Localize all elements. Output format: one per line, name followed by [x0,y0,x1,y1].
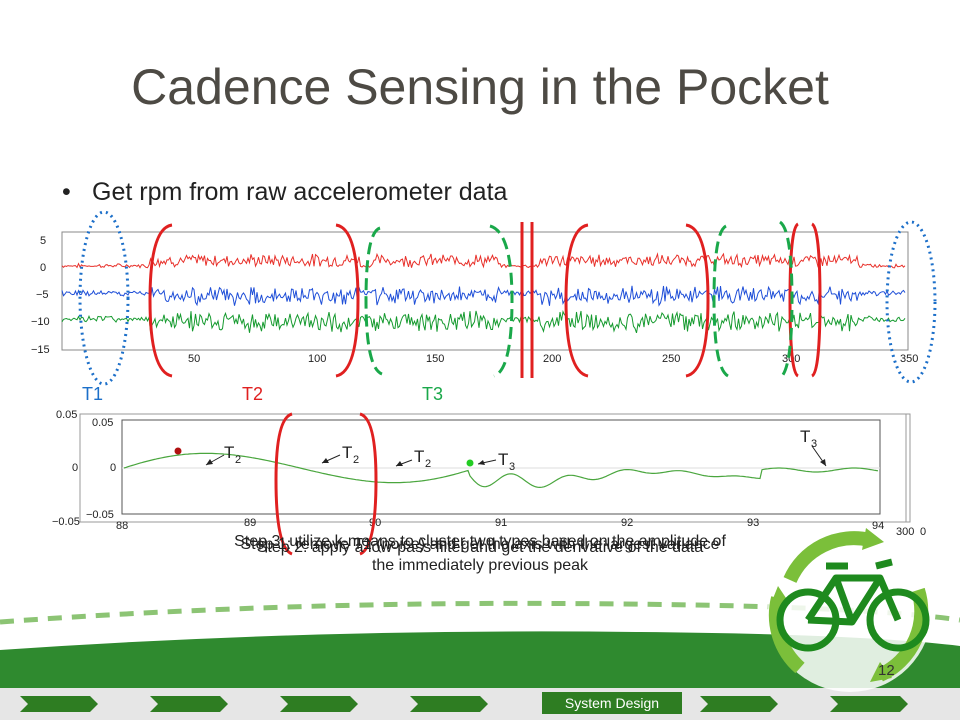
top-xtick: 350 [900,353,918,365]
bullet-text: Get rpm from raw accelerometer data [92,178,508,206]
footer-chevron[interactable] [830,696,908,712]
bottom-xtick: 92 [621,517,633,529]
noise-ellipse-left [78,210,130,386]
outer-ytick: 0.05 [56,409,77,421]
footer-decoration [0,528,960,720]
series-green [61,310,906,334]
top-ytick: 5 [40,235,46,247]
annotation-t: T [800,427,810,446]
bracket-red-close [359,412,378,556]
footer-chevron[interactable] [150,696,228,712]
top-ytick: 0 [40,262,46,274]
top-xtick: 200 [543,353,561,365]
bracket-red-close [810,222,822,378]
bottom-xtick: 88 [116,520,128,532]
slide-title: Cadence Sensing in the Pocket [131,59,829,115]
top-ytick: −10 [31,316,50,328]
annotation-sub: 3 [509,461,515,473]
top-xtick: 150 [426,353,444,365]
bracket-red-open [788,222,800,378]
bracket-red-open [148,223,173,378]
bracket-green-close [778,220,794,380]
noise-ellipse-right [885,220,937,384]
arrowhead [322,458,329,463]
footer-chevron[interactable] [700,696,778,712]
bottom-xtick: 91 [495,517,507,529]
footer-chevron[interactable] [280,696,358,712]
arrowhead [396,461,403,466]
step-3-continued: the immediately previous peak [371,557,589,574]
top-ytick: −15 [31,344,50,356]
top-xtick: 50 [188,353,200,365]
bracket-red-open [564,223,589,378]
bottom-inner-frame [121,419,881,515]
bottom-outer-frame [79,413,911,523]
top-xtick: 100 [308,353,326,365]
section-tab-system-design[interactable]: System Design [542,692,682,714]
outer-ytick: 0 [72,462,78,474]
peak-marker-green [466,459,474,467]
bracket-red-close [685,223,710,378]
footer-chevron[interactable] [410,696,488,712]
arrowhead [478,460,485,465]
footer-chevron[interactable] [20,696,98,712]
right-partial-tick: 0 [920,526,926,538]
bracket-red-close [335,223,360,378]
label-t2: T2 [242,384,263,404]
bottom-xtick: 89 [244,517,256,529]
series-red [61,252,906,269]
top-chart: 5 0 −5 −10 −15 50 100 150 200 250 300 35… [31,210,937,404]
bracket-green-open [364,226,383,376]
annotation-sub: 2 [425,458,431,470]
annotation-t: T [342,443,352,462]
bracket-red-open [274,412,293,556]
bottom-xtick: 94 [872,520,884,532]
inner-ytick: 0.05 [92,417,113,429]
label-t3: T3 [422,384,443,404]
label-t1: T1 [82,384,103,404]
bottom-xtick: 93 [747,517,759,529]
top-xtick: 250 [662,353,680,365]
annotation-sub: 3 [811,438,817,450]
annotation-t: T [414,447,424,466]
arrowhead [820,459,826,466]
peak-marker-red [174,447,182,455]
step-1: Step 1: remove T1 (noise) and get the ax… [240,536,720,553]
inner-ytick: −0.05 [86,509,114,521]
green-hill [0,631,960,690]
right-partial-tick: 300 [896,526,914,538]
bottom-chart: 0.05 0 −0.05 0.05 0 −0.05 88 89 90 91 92… [52,409,926,556]
annotation-t: T [498,450,508,469]
bracket-green-close [489,224,514,378]
step-2: Step 2: apply a low-pass filter and get … [256,539,704,556]
page-number: 12 [878,662,895,679]
filtered-series [123,452,879,489]
annotation-t: T [224,443,234,462]
bullet-dot: • [62,178,71,206]
arrowhead [206,459,213,465]
inner-ytick: 0 [110,462,116,474]
annotation-sub: 2 [235,454,241,466]
series-blue [61,285,906,307]
annotation-sub: 2 [353,454,359,466]
step-3: Step 3: utilize k-means to cluster two t… [234,533,726,550]
bracket-green-open [712,224,729,378]
bullet-item: • Get rpm from raw accelerometer data [62,178,507,207]
outer-ytick: −0.05 [52,516,80,528]
bicycle-recycle-icon [768,528,932,692]
top-ytick: −5 [36,289,49,301]
